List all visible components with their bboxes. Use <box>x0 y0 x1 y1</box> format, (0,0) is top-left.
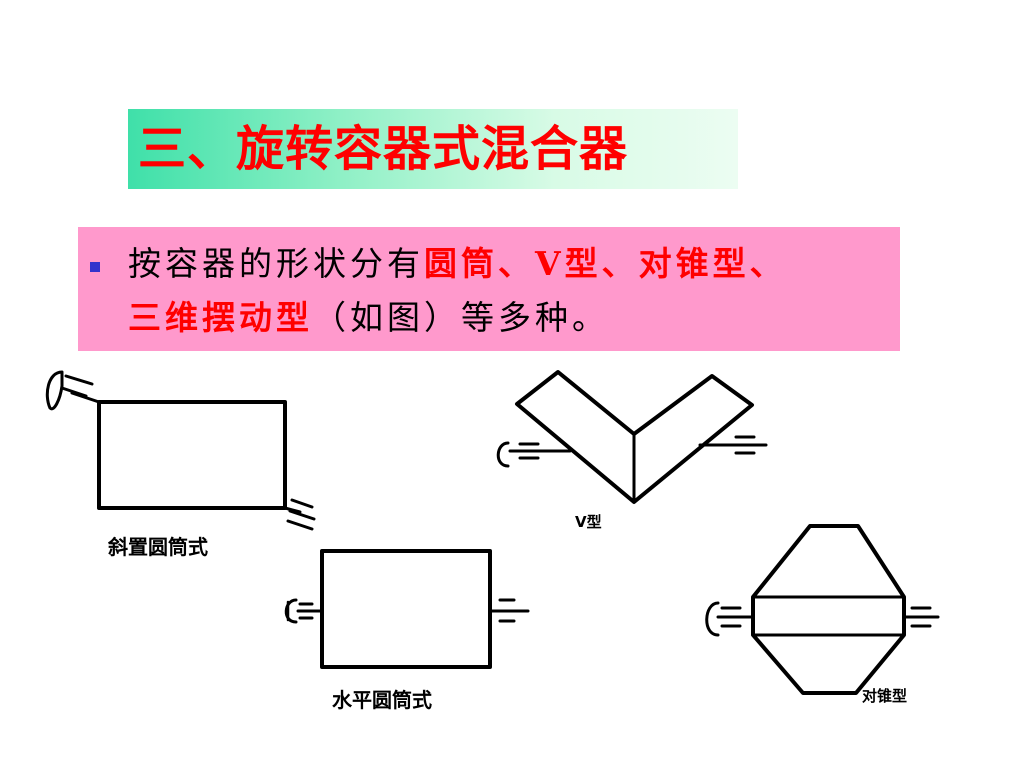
bearing-line <box>286 519 314 531</box>
bullet-text-plain-1: 按容器的形状分有 <box>128 244 424 283</box>
v-type-diagram <box>496 370 768 504</box>
horizontal-cylinder-label: 水平圆筒式 <box>332 688 432 712</box>
bearing-line <box>290 498 314 509</box>
inclined-cylinder-shaft-left <box>70 391 101 404</box>
title-background <box>128 109 738 189</box>
slide-title: 三、旋转容器式混合器 <box>138 121 629 177</box>
bullet-line-2: 三维摆动型（如图）等多种。 <box>128 298 609 338</box>
inclined-cylinder-label: 斜置圆筒式 <box>108 535 208 559</box>
inclined-cylinder-body <box>97 400 287 510</box>
bullet-background <box>78 227 900 351</box>
horizontal-cylinder-body <box>320 549 492 669</box>
pulley-icon <box>45 370 64 411</box>
pulley-belt-line <box>60 386 88 398</box>
double-cone-cylinder-band <box>751 595 906 637</box>
double-cone-body <box>751 524 906 695</box>
bearing-line <box>288 509 316 521</box>
bullet-text-plain-2: （如图）等多种。 <box>313 298 609 337</box>
bullet-text-highlight-1: 圆筒、V型、对锥型、 <box>424 244 787 283</box>
bullet-line-1: 按容器的形状分有圆筒、V型、对锥型、 <box>128 244 787 284</box>
double-cone-diagram <box>705 524 940 695</box>
pulley-icon <box>705 601 720 637</box>
pulley-icon <box>284 598 298 624</box>
pulley-icon <box>496 441 510 468</box>
inclined-cylinder-diagram <box>45 370 316 531</box>
bullet-text-highlight-2: 三维摆动型 <box>128 298 313 337</box>
inclined-cylinder-shaft-right <box>283 506 302 514</box>
pulley-belt-line <box>64 374 94 386</box>
horizontal-cylinder-diagram <box>284 549 530 669</box>
v-type-label: V型 <box>575 513 602 531</box>
double-cone-label: 对锥型 <box>862 687 908 705</box>
bullet-square-icon <box>90 262 100 272</box>
